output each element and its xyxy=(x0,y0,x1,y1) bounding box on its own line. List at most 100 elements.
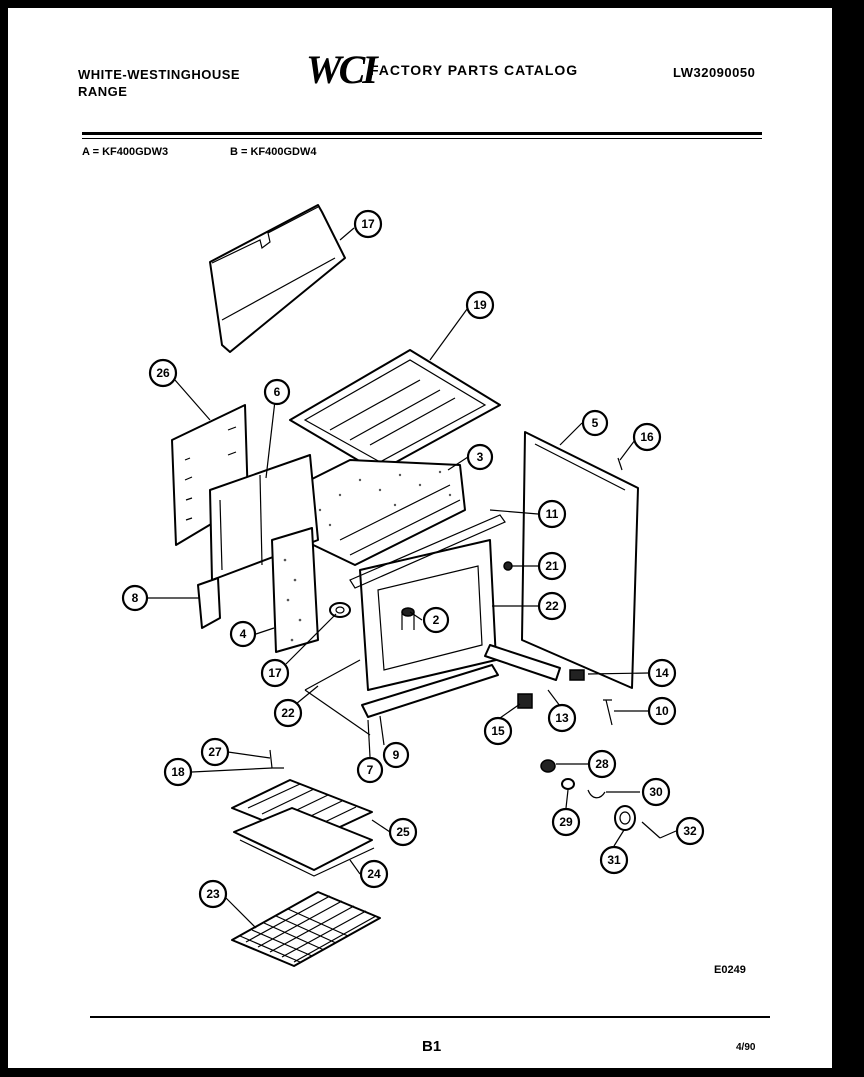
callout-16: 16 xyxy=(632,422,662,452)
svg-text:24: 24 xyxy=(367,867,381,881)
header-rule xyxy=(82,132,762,135)
callout-10: 10 xyxy=(647,696,677,726)
part-17-grommet xyxy=(329,602,351,618)
model-b: B = KF400GDW4 xyxy=(230,146,317,158)
callout-15: 15 xyxy=(483,716,513,746)
parts-catalog-page: WHITE-WESTINGHOUSE RANGE WCI FACTORY PAR… xyxy=(8,8,832,1068)
svg-text:19: 19 xyxy=(473,298,487,312)
manufacturer-name: WHITE-WESTINGHOUSE RANGE xyxy=(78,66,240,100)
catalog-number: LW32090050 xyxy=(673,65,756,80)
part-7-front-support xyxy=(304,659,371,736)
callout-19: 19 xyxy=(465,290,495,320)
svg-text:31: 31 xyxy=(607,853,621,867)
header-rule-thin xyxy=(82,138,762,139)
part-5-side-panel-right xyxy=(521,431,639,689)
part-13-bottom-rail xyxy=(484,644,561,681)
svg-text:32: 32 xyxy=(683,824,697,838)
svg-text:8: 8 xyxy=(132,591,139,605)
part-31-knob-body xyxy=(614,805,636,831)
callout-30: 30 xyxy=(641,777,671,807)
part-9-bottom-rail xyxy=(361,664,499,718)
svg-text:23: 23 xyxy=(206,887,220,901)
svg-text:3: 3 xyxy=(477,450,484,464)
svg-text:26: 26 xyxy=(156,366,170,380)
manufacturer-line-1: WHITE-WESTINGHOUSE xyxy=(78,67,241,82)
part-14-switch xyxy=(569,669,585,681)
svg-text:7: 7 xyxy=(367,763,374,777)
part-4-insulation xyxy=(271,527,319,653)
callout-22-left: 22 xyxy=(273,698,303,728)
svg-text:29: 29 xyxy=(559,815,573,829)
callout-3: 3 xyxy=(466,443,494,471)
callout-26: 26 xyxy=(148,358,178,388)
callout-23: 23 xyxy=(198,879,228,909)
part-27-bracket xyxy=(269,749,284,769)
callout-4: 4 xyxy=(229,620,257,648)
revision-date: 4/90 xyxy=(736,1042,756,1053)
svg-text:11: 11 xyxy=(546,507,559,521)
svg-text:4: 4 xyxy=(240,627,247,641)
svg-text:17: 17 xyxy=(361,217,375,231)
part-8-bracket xyxy=(197,577,221,629)
model-a: A = KF400GDW3 xyxy=(82,146,169,158)
callout-22-right: 21 xyxy=(537,551,567,581)
callout-13: 13 xyxy=(547,703,577,733)
callout-32: 32 xyxy=(675,816,705,846)
svg-text:27: 27 xyxy=(208,745,222,759)
svg-text:30: 30 xyxy=(649,785,663,799)
part-24-broiler-pan xyxy=(233,807,375,877)
callout-7: 7 xyxy=(356,756,384,784)
svg-text:17: 17 xyxy=(268,666,282,680)
figure-code: E0249 xyxy=(714,964,746,976)
svg-text:22: 22 xyxy=(281,706,295,720)
callout-21: 22 xyxy=(537,591,567,621)
svg-text:2: 2 xyxy=(433,613,440,627)
callout-8: 8 xyxy=(121,584,149,612)
callout-29: 29 xyxy=(551,807,581,837)
svg-text:13: 13 xyxy=(555,711,569,725)
callout-14: 14 xyxy=(647,658,677,688)
part-15-connector xyxy=(517,693,533,709)
callout-18: 18 xyxy=(163,757,193,787)
svg-text:14: 14 xyxy=(655,666,669,680)
callout-12: 17 xyxy=(353,209,383,239)
callout-5: 5 xyxy=(581,409,609,437)
svg-text:5: 5 xyxy=(592,416,599,430)
callout-24: 24 xyxy=(359,859,389,889)
callout-11: 11 xyxy=(537,499,567,529)
svg-text:15: 15 xyxy=(491,724,505,738)
part-28-knob xyxy=(540,759,556,773)
part-29-spacer xyxy=(561,778,575,790)
footer-rule xyxy=(90,1016,770,1018)
catalog-title: FACTORY PARTS CATALOG xyxy=(370,62,579,78)
part-12-top-panel xyxy=(209,204,346,353)
svg-text:21: 21 xyxy=(545,559,559,573)
part-16-screw xyxy=(617,457,623,471)
svg-text:18: 18 xyxy=(171,765,185,779)
part-10-bolt xyxy=(603,699,613,726)
part-22-screw xyxy=(503,561,513,571)
part-32-screw xyxy=(641,821,661,839)
manufacturer-line-2: RANGE xyxy=(78,84,128,99)
callout-9: 9 xyxy=(382,741,410,769)
callout-2: 2 xyxy=(422,606,450,634)
wci-logo: WCI xyxy=(306,47,378,92)
svg-text:25: 25 xyxy=(396,825,410,839)
callout-27: 27 xyxy=(200,737,230,767)
callout-17: 17 xyxy=(260,658,290,688)
svg-text:10: 10 xyxy=(655,704,669,718)
svg-text:22: 22 xyxy=(545,599,559,613)
page-number: B1 xyxy=(422,1038,442,1055)
part-23-oven-rack xyxy=(231,891,381,967)
svg-text:6: 6 xyxy=(274,385,281,399)
callout-31: 31 xyxy=(599,845,629,875)
callout-6: 6 xyxy=(263,378,291,406)
callout-28: 28 xyxy=(587,749,617,779)
part-19-cooktop-frame xyxy=(289,349,501,473)
exploded-parts-diagram: 17 19 26 6 5 16 3 11 21 8 22 4 2 17 14 2… xyxy=(121,204,705,967)
svg-text:28: 28 xyxy=(595,757,609,771)
svg-text:9: 9 xyxy=(393,748,400,762)
callout-25: 25 xyxy=(388,817,418,847)
part-30-spring xyxy=(587,789,606,799)
svg-text:16: 16 xyxy=(640,430,654,444)
